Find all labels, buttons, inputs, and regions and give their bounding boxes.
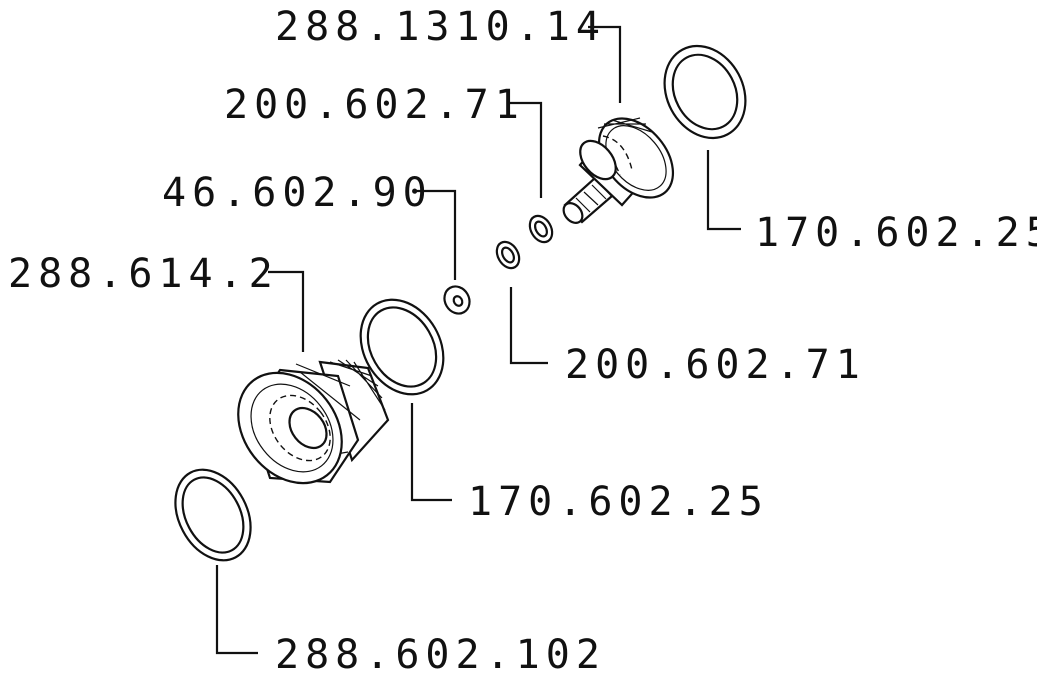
leader-oring-lower: [509, 287, 548, 365]
leader-lines: [215, 25, 741, 655]
leader-small-washer: [415, 189, 457, 280]
label-union-nut: 288.614.2: [8, 251, 279, 297]
label-seal-ring-upper: 170.602.25: [755, 210, 1037, 256]
union-nut-part: [237, 359, 390, 485]
label-seal-ring-middle: 170.602.25: [468, 479, 769, 525]
oring-lower-part: [495, 240, 521, 270]
valve-cartridge-part: [562, 117, 675, 224]
leader-seal-ring-upper: [706, 150, 741, 231]
oring-upper-part: [528, 214, 554, 244]
label-seal-ring-bottom: 288.602.102: [275, 632, 606, 675]
label-small-washer: 46.602.90: [162, 170, 433, 216]
leader-seal-ring-middle: [410, 403, 452, 502]
leader-seal-ring-bottom: [215, 565, 258, 655]
label-valve-cartridge: 288.1310.14: [275, 4, 606, 50]
label-oring-lower: 200.602.71: [565, 342, 866, 388]
label-oring-upper: 200.602.71: [224, 82, 525, 128]
leader-union-nut: [268, 270, 305, 352]
small-washer-part: [443, 285, 471, 315]
seal-ring-bottom-part: [174, 468, 252, 562]
leader-oring-upper: [510, 101, 543, 198]
leader-valve-cartridge: [588, 25, 622, 103]
seal-ring-middle-part: [359, 298, 445, 396]
seal-ring-upper-part: [663, 44, 747, 140]
